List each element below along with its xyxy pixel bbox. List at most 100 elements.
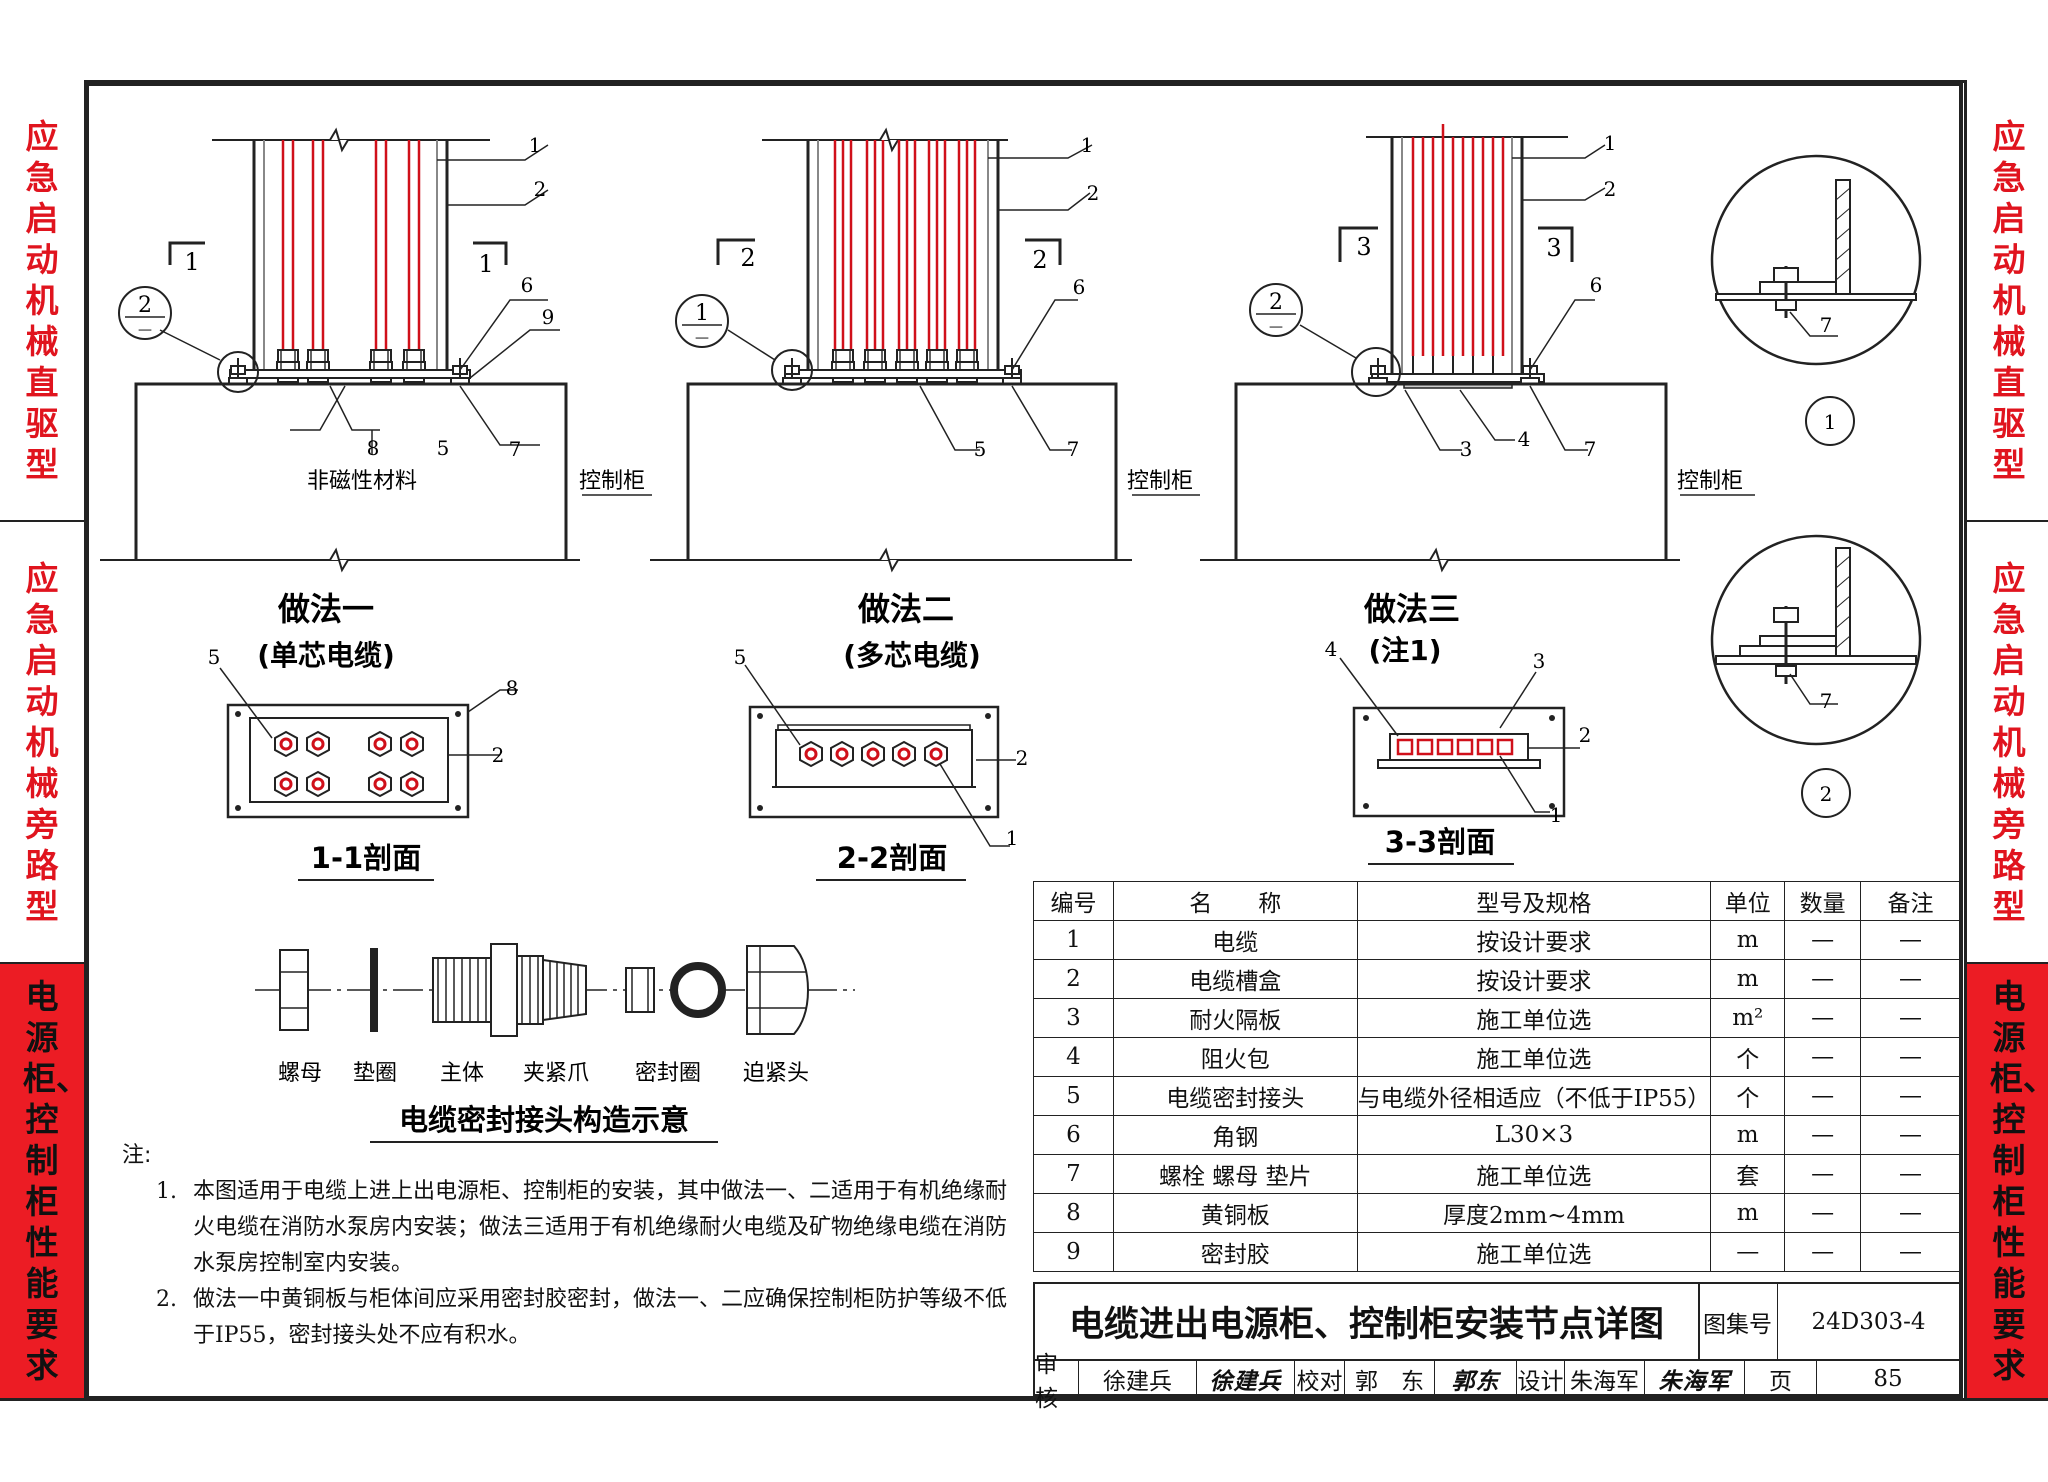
table-cell: 电缆 [1112, 920, 1358, 960]
table-cell: — [1860, 1076, 1961, 1116]
designer-name: 朱海军 [1565, 1361, 1645, 1396]
method1-detail-ref: 2 [138, 293, 152, 318]
table-cell: — [1860, 998, 1961, 1038]
note-item: 1. 本图适用于电缆上进上出电源柜、控制柜的安装，其中做法一、二适用于有机绝缘耐… [122, 1174, 1022, 1282]
left-sidebar: 应急启动机械直驱型 应急启动机械旁路型 电源柜、控制柜性能要求 [0, 80, 89, 1398]
method1-section-callout-2: 2 [492, 743, 505, 767]
table-cell: 5 [1033, 1076, 1114, 1116]
right-sidebar-section-bypass: 应急启动机械旁路型 [1967, 522, 2048, 964]
gland-part-claw: 夹紧爪 [523, 1061, 589, 1086]
method1-detail-ref-circle [118, 286, 172, 340]
right-sidebar-text-bypass: 应急启动机械旁路型 [1992, 558, 2026, 926]
right-sidebar: 应急启动机械直驱型 应急启动机械旁路型 电源柜、控制柜性能要求 [1964, 80, 2048, 1398]
method2-section-mark-left: 2 [740, 244, 755, 272]
cable-gland-diagram: 螺母 垫圈 主体 夹紧爪 密封圈 迫紧头 电缆密封接头构造示意 [255, 943, 855, 1143]
note-line: 本图适用于电缆上进上出电源柜、控制柜的安装，其中做法一、二适用于有机绝缘耐 [193, 1179, 1008, 1204]
table-cell: 套 [1710, 1154, 1786, 1194]
right-sidebar-section-direct: 应急启动机械直驱型 [1967, 80, 2048, 522]
method2-section-mark-right: 2 [1032, 246, 1047, 274]
method1-title: 做法一 [277, 590, 374, 628]
method1-callout-7: 7 [509, 437, 522, 461]
method3-section: 4 3 2 1 3-3剖面 [1325, 637, 1592, 865]
method2-callout-6: 6 [1073, 275, 1086, 299]
method1-section-callout-8: 8 [506, 676, 519, 700]
right-sidebar-text-direct: 应急启动机械直驱型 [1992, 116, 2026, 484]
table-cell: — [1710, 1232, 1786, 1272]
note-line: 水泵房控制室内安装。 [193, 1251, 414, 1276]
atlas-number: 24D303-4 [1811, 1308, 1926, 1335]
table-cell: — [1860, 1037, 1961, 1077]
method1-callout-1: 1 [529, 133, 542, 157]
table-header-cell: 数量 [1784, 881, 1862, 921]
title-block-signature-row: 审核 徐建兵 徐建兵 校对 郭 东 郭东 设计 朱海军 朱海军 页 85 [1035, 1352, 1959, 1412]
table-cell: L30×3 [1356, 1115, 1712, 1155]
table-cell: — [1860, 1115, 1961, 1155]
method1-section-mark-left: 1 [184, 248, 199, 276]
table-cell: 6 [1033, 1115, 1114, 1155]
left-sidebar-text-direct: 应急启动机械直驱型 [25, 116, 59, 484]
detail-1-callout: 7 [1820, 313, 1833, 337]
table-cell: 螺栓 螺母 垫片 [1112, 1154, 1358, 1194]
reviewer-signature: 徐建兵 [1197, 1361, 1295, 1396]
table-cell: — [1784, 1037, 1862, 1077]
review-label: 审核 [1035, 1352, 1079, 1412]
table-cell: 电缆密封接头 [1112, 1076, 1358, 1116]
method1-section-title: 1-1剖面 [311, 841, 421, 875]
gland-part-head: 迫紧头 [743, 1061, 809, 1086]
left-sidebar-text-cabinet: 电源柜、控制柜性能要求 [23, 977, 89, 1385]
checker-signature: 郭东 [1435, 1361, 1517, 1396]
method3-section-mark-left: 3 [1356, 233, 1371, 261]
method3-section-callout-2: 2 [1579, 723, 1592, 747]
left-sidebar-section-cabinet: 电源柜、控制柜性能要求 [0, 964, 89, 1398]
table-cell: 2 [1033, 959, 1114, 999]
method2-cabinet-label: 控制柜 [1127, 469, 1193, 494]
table-cell: 电缆槽盒 [1112, 959, 1358, 999]
note-line: 做法一中黄铜板与柜体间应采用密封胶密封，做法一、二应确保控制柜防护等级不低 [193, 1287, 1008, 1312]
method1-section: 5 8 2 1-1剖面 [208, 645, 519, 881]
top-border-line [0, 80, 2048, 83]
table-cell: — [1784, 920, 1862, 960]
page-number: 85 [1873, 1365, 1903, 1392]
designer-signature: 朱海军 [1645, 1361, 1745, 1396]
detail-2-callout: 7 [1820, 689, 1833, 713]
method1-callout-6: 6 [521, 273, 534, 297]
table-cell: m [1710, 1193, 1786, 1233]
note-line: 于IP55，密封接头处不应有积水。 [193, 1323, 531, 1348]
table-cell: 施工单位选 [1356, 998, 1712, 1038]
table-header-cell: 单位 [1710, 881, 1786, 921]
table-cell: 与电缆外径相适应（不低于IP55） [1356, 1076, 1712, 1116]
method1-callout-9: 9 [542, 305, 555, 329]
svg-text:—: — [1269, 319, 1283, 335]
table-cell: 施工单位选 [1356, 1232, 1712, 1272]
method2-title: 做法二 [857, 590, 954, 628]
table-cell: 9 [1033, 1232, 1114, 1272]
method2-section: 5 2 1 2-2剖面 [734, 645, 1028, 881]
method2-callout-1: 1 [1081, 133, 1094, 157]
table-cell: — [1860, 1232, 1961, 1272]
table-cell: 7 [1033, 1154, 1114, 1194]
left-sidebar-section-direct: 应急启动机械直驱型 [0, 80, 84, 522]
gland-part-body: 主体 [440, 1061, 484, 1086]
left-sidebar-section-bypass: 应急启动机械旁路型 [0, 522, 84, 964]
method2-section-title: 2-2剖面 [837, 841, 947, 875]
method2-detail-ref-circle [675, 294, 729, 348]
table-cell: 密封胶 [1112, 1232, 1358, 1272]
method3-callout-1: 1 [1604, 131, 1617, 155]
method1-callout-8: 8 [367, 436, 380, 460]
method2-cables [833, 140, 977, 352]
method3-callout-3: 3 [1460, 437, 1473, 461]
table-cell: — [1784, 1076, 1862, 1116]
method3-detail-ref-circle [1249, 283, 1303, 337]
method2-section-callout-5: 5 [734, 645, 747, 669]
right-sidebar-text-cabinet: 电源柜、控制柜性能要求 [1990, 977, 2048, 1385]
note-item: 2. 做法一中黄铜板与柜体间应采用密封胶密封，做法一、二应确保控制柜防护等级不低… [122, 1282, 1022, 1354]
atlas-label: 图集号 [1698, 1284, 1778, 1359]
design-label: 设计 [1517, 1361, 1565, 1396]
table-cell: — [1860, 920, 1961, 960]
